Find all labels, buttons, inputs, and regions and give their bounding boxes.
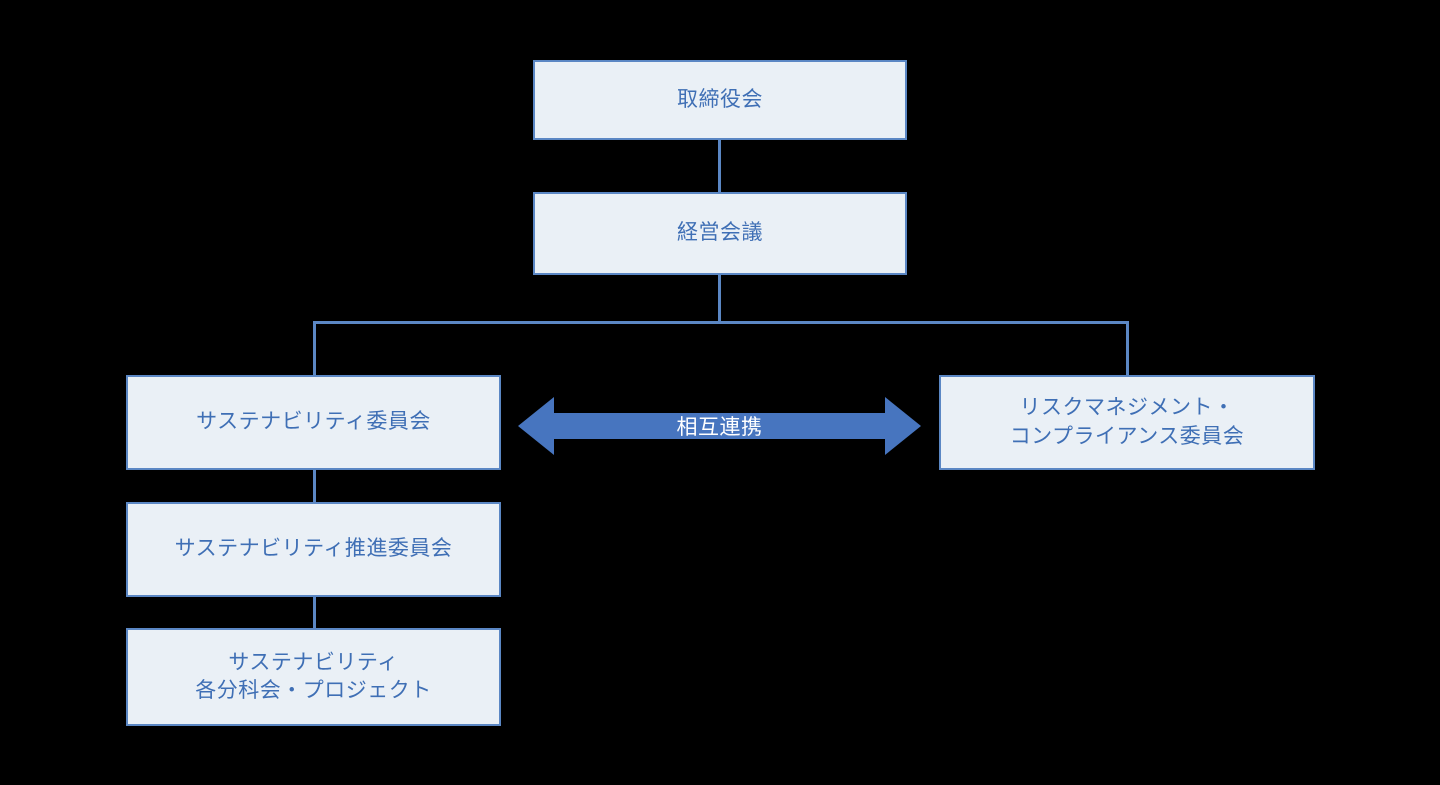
connector-bus-to-sustainability [313, 321, 316, 375]
mutual-cooperation-arrow[interactable]: 相互連携 [518, 396, 921, 456]
node-management-meeting[interactable]: 経営会議 [533, 192, 907, 275]
connector-promotion-to-subcommittees [313, 597, 316, 628]
node-risk-compliance-committee[interactable]: リスクマネジメント・ コンプライアンス委員会 [939, 375, 1315, 470]
connector-committee-to-promotion [313, 470, 316, 502]
connector-management-to-bus [718, 275, 721, 323]
node-board-of-directors[interactable]: 取締役会 [533, 60, 907, 140]
connector-board-to-management [718, 140, 721, 192]
node-sustainability-committee[interactable]: サステナビリティ委員会 [126, 375, 501, 470]
connector-bus-to-risk-compliance [1126, 321, 1129, 375]
connector-horizontal-bus [313, 321, 1129, 324]
node-sustainability-promotion-committee[interactable]: サステナビリティ推進委員会 [126, 502, 501, 597]
node-sustainability-subcommittees[interactable]: サステナビリティ 各分科会・プロジェクト [126, 628, 501, 726]
double-headed-arrow-icon [518, 397, 921, 455]
